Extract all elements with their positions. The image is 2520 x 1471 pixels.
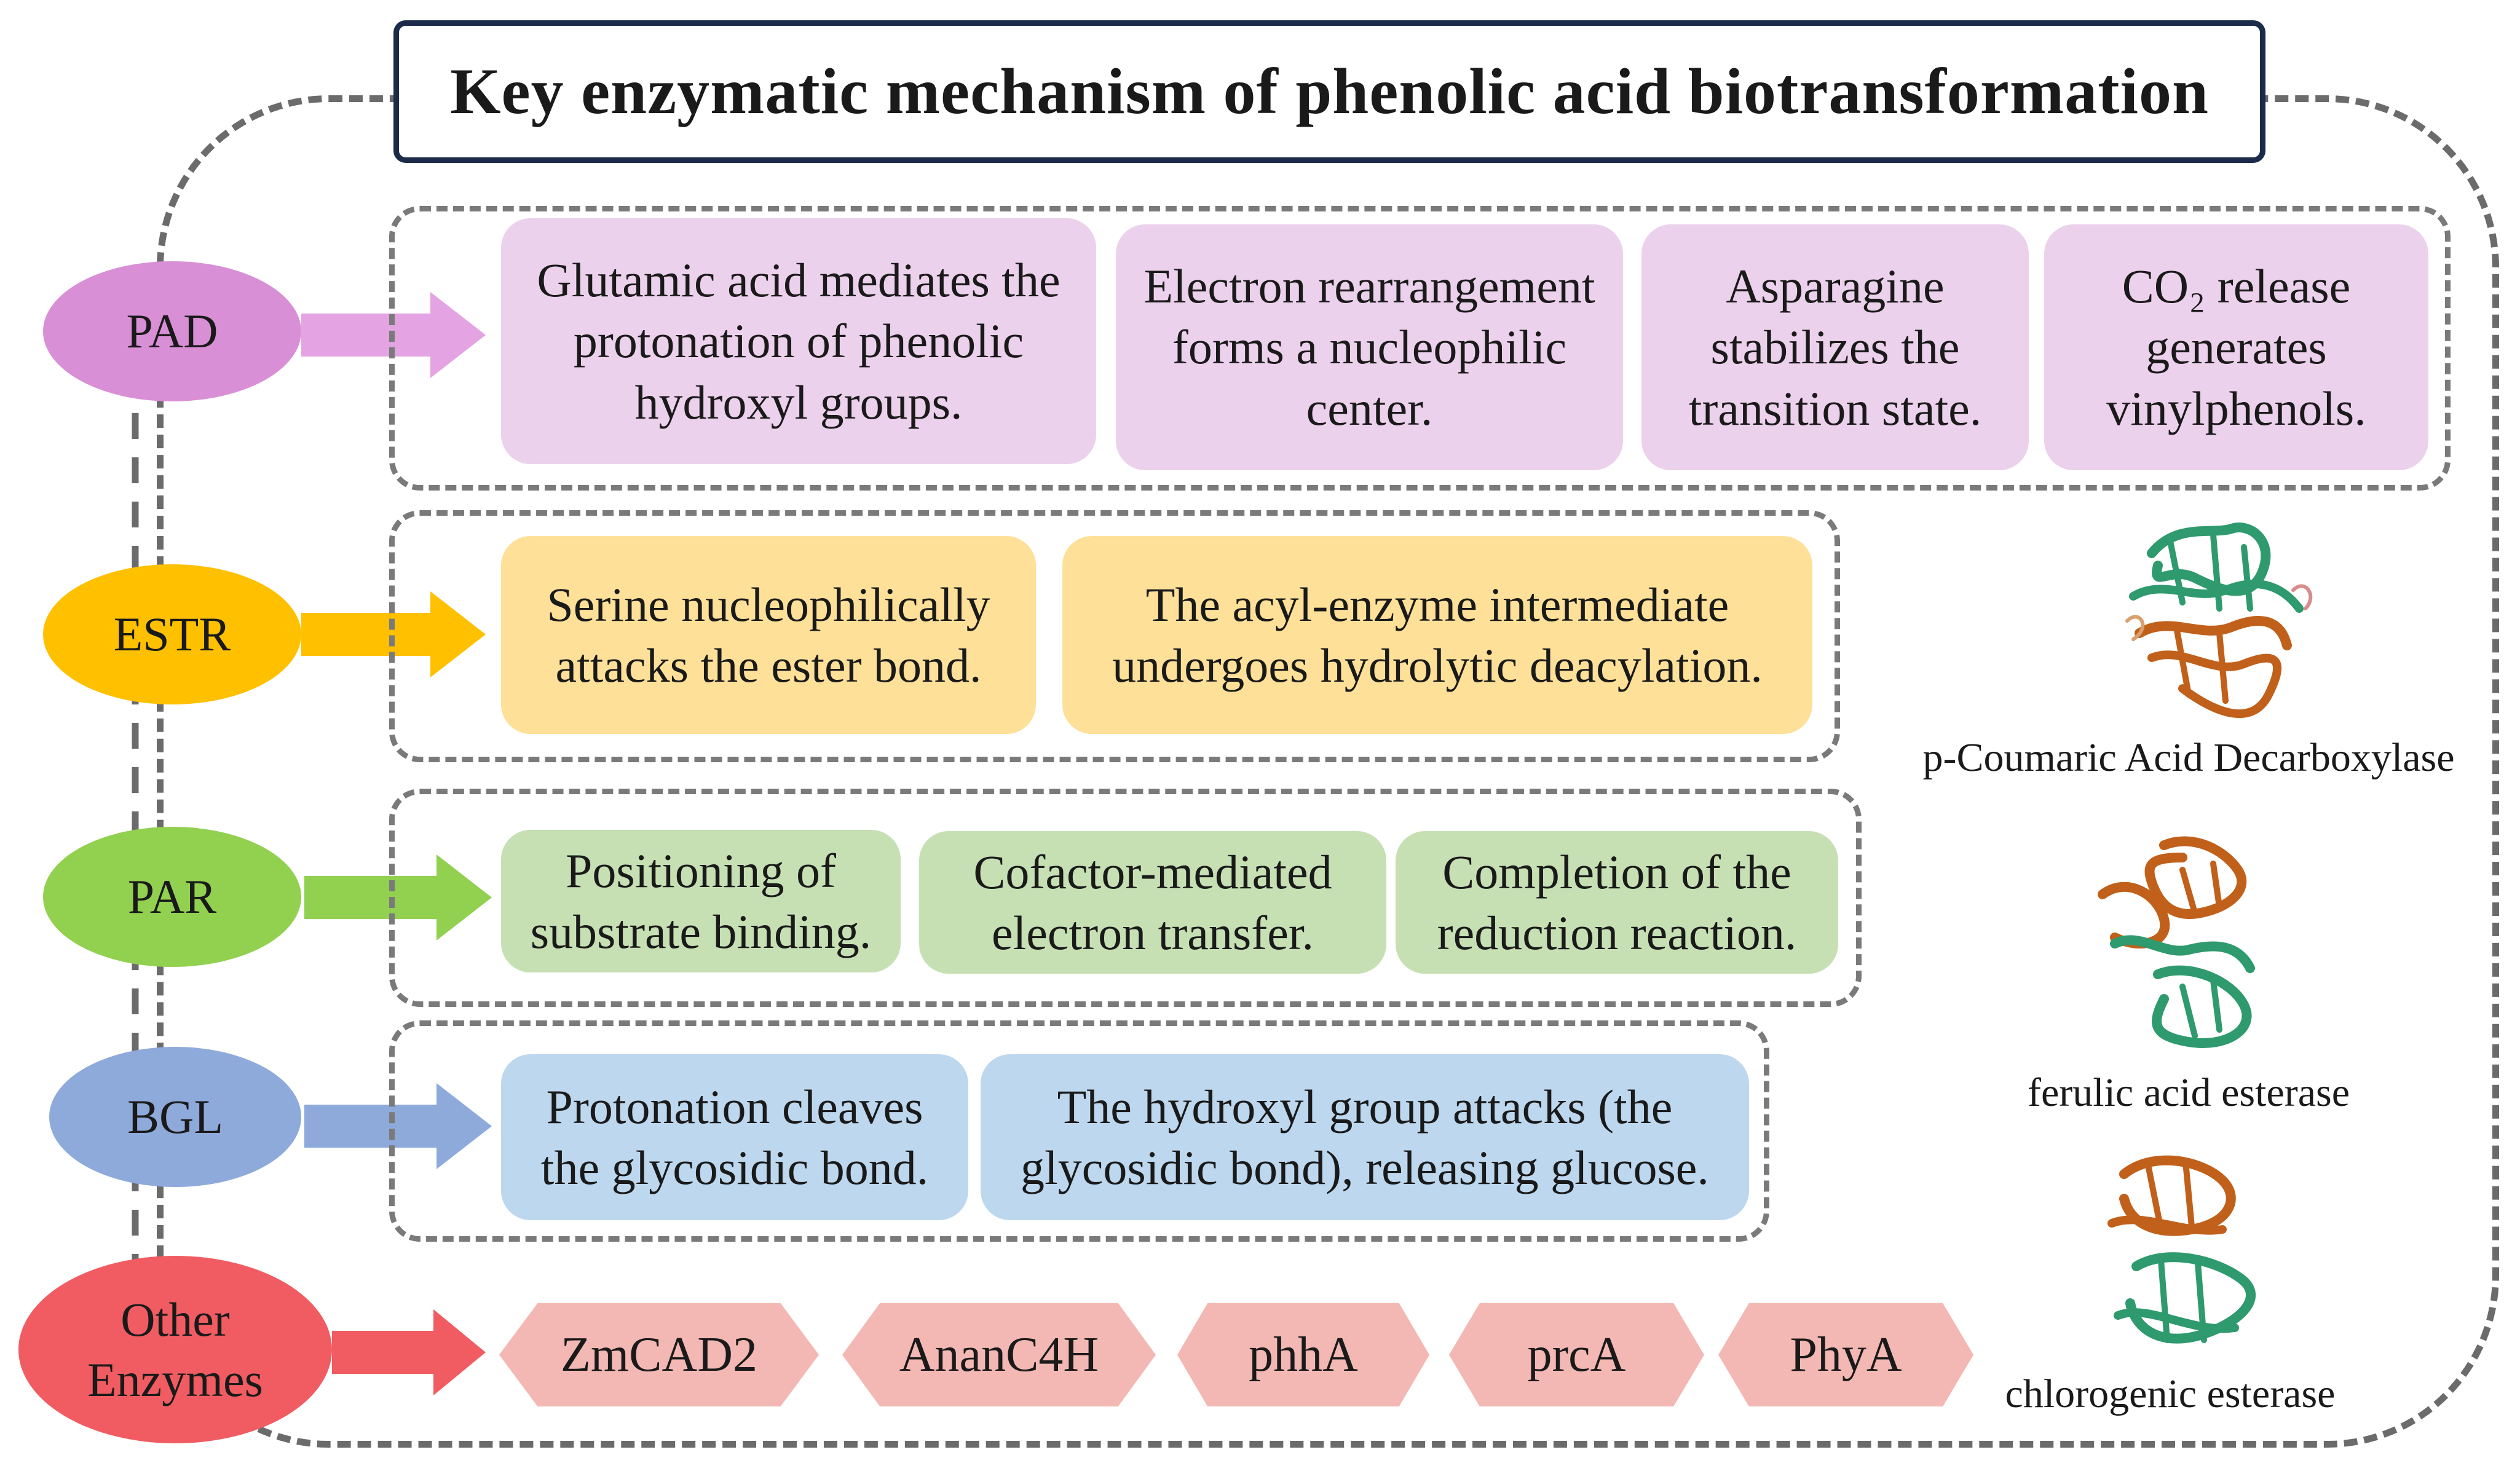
gene-tag-phha: phhA bbox=[1177, 1303, 1429, 1406]
gene-tag-phya-label: PhyA bbox=[1790, 1327, 1902, 1382]
protein-structure-icon bbox=[2125, 523, 2313, 719]
bgl-step-1-text: Protonation cleaves the glycosidic bond. bbox=[540, 1079, 929, 1194]
enzyme-pad: PAD bbox=[43, 261, 301, 401]
protein-label-other: chlorogenic esterase bbox=[1894, 1371, 2447, 1418]
gene-tag-zmcad2-label: ZmCAD2 bbox=[561, 1327, 757, 1382]
enzyme-bgl-label: BGL bbox=[127, 1090, 223, 1144]
par-step-1: Positioning of substrate binding. bbox=[501, 830, 901, 972]
pad-step-4: CO₂ release generates vinylphenols. bbox=[2044, 224, 2428, 470]
par-step-3: Completion of the reduction reaction. bbox=[1396, 831, 1838, 974]
pad-step-1: Glutamic acid mediates the protonation o… bbox=[501, 218, 1096, 464]
protein-structure-icon bbox=[2098, 836, 2255, 1048]
enzyme-other: Other Enzymes bbox=[18, 1256, 332, 1443]
enzyme-other-label: Other Enzymes bbox=[87, 1293, 263, 1406]
estr-step-2-text: The acyl-enzyme intermediate undergoes h… bbox=[1112, 577, 1763, 692]
gene-tag-ananc4h: AnanC4H bbox=[842, 1303, 1156, 1406]
gene-tag-phha-label: phhA bbox=[1249, 1327, 1358, 1382]
par-step-3-text: Completion of the reduction reaction. bbox=[1437, 845, 1797, 960]
pad-step-3: Asparagine stabilizes the transition sta… bbox=[1641, 224, 2029, 470]
diagram-title-text: Key enzymatic mechanism of phenolic acid… bbox=[450, 55, 2209, 127]
bgl-step-2-text: The hydroxyl group attacks (the glycosid… bbox=[1021, 1079, 1709, 1194]
enzyme-estr-label: ESTR bbox=[113, 607, 231, 661]
pad-step-2-text: Electron rearrangement forms a nucleophi… bbox=[1143, 259, 1595, 435]
gene-tag-zmcad2: ZmCAD2 bbox=[499, 1303, 819, 1406]
par-steps-group bbox=[389, 789, 1862, 1007]
gene-tag-prca: prcA bbox=[1449, 1303, 1704, 1406]
par-step-2: Cofactor-mediated electron transfer. bbox=[919, 831, 1386, 974]
protein-label-pad: p-Coumaric Acid Decarboxylase bbox=[1881, 735, 2496, 781]
other-arrow-icon bbox=[332, 1309, 486, 1395]
estr-steps-group bbox=[389, 510, 1840, 762]
bgl-steps-group bbox=[389, 1020, 1769, 1242]
par-step-1-text: Positioning of substrate binding. bbox=[530, 843, 872, 958]
gene-tag-ananc4h-label: AnanC4H bbox=[899, 1327, 1099, 1382]
enzyme-par: PAR bbox=[43, 827, 301, 967]
protein-label-other-text: chlorogenic esterase bbox=[2005, 1371, 2336, 1416]
protein-label-estr: ferulic acid esterase bbox=[1912, 1070, 2465, 1116]
protein-structure-icon bbox=[2107, 1155, 2256, 1344]
estr-step-2: The acyl-enzyme intermediate undergoes h… bbox=[1062, 536, 1812, 734]
gene-tag-phya: PhyA bbox=[1718, 1303, 1973, 1406]
pad-steps-group bbox=[389, 206, 2451, 491]
estr-step-1-text: Serine nucleophilically attacks the este… bbox=[547, 577, 990, 692]
gene-tag-prca-label: prcA bbox=[1527, 1327, 1626, 1382]
pad-step-3-text: Asparagine stabilizes the transition sta… bbox=[1688, 259, 1982, 435]
pad-step-4-text: CO₂ release generates vinylphenols. bbox=[2106, 259, 2366, 435]
enzyme-bgl: BGL bbox=[49, 1047, 301, 1187]
par-arrow-icon bbox=[304, 854, 492, 941]
bgl-step-1: Protonation cleaves the glycosidic bond. bbox=[501, 1054, 968, 1220]
pad-step-1-text: Glutamic acid mediates the protonation o… bbox=[537, 253, 1061, 429]
protein-label-estr-text: ferulic acid esterase bbox=[2027, 1070, 2350, 1115]
estr-step-1: Serine nucleophilically attacks the este… bbox=[501, 536, 1036, 734]
bgl-arrow-icon bbox=[304, 1083, 492, 1169]
enzyme-pad-label: PAD bbox=[126, 304, 218, 358]
bgl-step-2: The hydroxyl group attacks (the glycosid… bbox=[981, 1054, 1749, 1220]
protein-label-pad-text: p-Coumaric Acid Decarboxylase bbox=[1922, 735, 2455, 780]
enzyme-par-label: PAR bbox=[127, 870, 217, 924]
enzyme-estr: ESTR bbox=[43, 564, 301, 704]
diagram-title: Key enzymatic mechanism of phenolic acid… bbox=[393, 20, 2265, 163]
par-step-2-text: Cofactor-mediated electron transfer. bbox=[973, 845, 1332, 960]
pad-step-2: Electron rearrangement forms a nucleophi… bbox=[1116, 224, 1623, 470]
